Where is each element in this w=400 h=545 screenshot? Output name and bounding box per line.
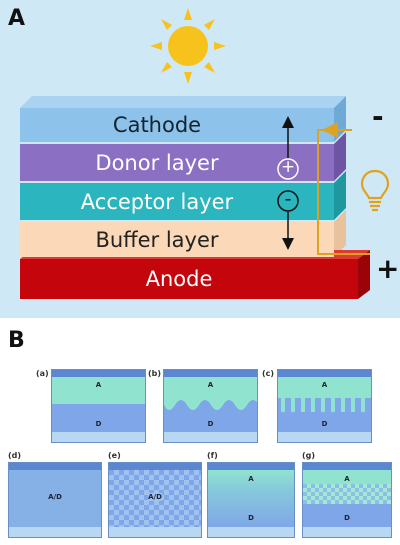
anode-label: Anode (145, 267, 213, 291)
negative-charge-circle (277, 190, 299, 212)
acceptor-layer: Acceptor layer (20, 183, 334, 220)
subfigure-g-donor-label: D (344, 514, 350, 522)
subfigure-b-acceptor-label: A (207, 381, 214, 389)
subfigure-f-donor-label: D (248, 514, 254, 522)
subfigure-a-bilayer: A D (51, 369, 146, 443)
sun-icon (150, 8, 226, 84)
donor-layer-label: Donor layer (95, 150, 219, 175)
negative-terminal-sign: - (372, 100, 384, 133)
buffer-layer-label: Buffer layer (95, 227, 219, 252)
subfigure-b-donor-label: D (207, 420, 214, 428)
subfigure-g-acceptor-label: A (344, 475, 350, 483)
cathode-label: Cathode (112, 113, 202, 137)
positive-terminal-sign: + (376, 252, 400, 285)
subfigure-c-comb-interface: A D (277, 369, 372, 443)
subfigure-a-acceptor-label: A (95, 381, 102, 389)
subfigure-d-blend: A/D (8, 462, 102, 538)
positive-charge-circle (277, 158, 299, 180)
lightbulb-icon (360, 169, 390, 212)
subfigure-d-blend-label: A/D (48, 493, 62, 501)
subfigure-g-label: (g) (302, 451, 316, 460)
cathode-layer: Cathode (20, 108, 334, 142)
subfigure-b-wavy-interface: A D (163, 369, 258, 443)
subfigure-a-label: (a) (36, 369, 49, 378)
charge-transport-overlay (277, 116, 370, 255)
subfigure-c-label: (c) (262, 369, 275, 378)
subfigure-c-donor-label: D (321, 420, 328, 428)
subfigure-f-graded: A D (207, 462, 295, 538)
subfigure-b-label: (b) (148, 369, 162, 378)
subfigure-c-acceptor-label: A (321, 381, 328, 389)
subfigure-e-blend-label: A/D (148, 493, 162, 501)
panel-b-label: B (8, 328, 25, 353)
subfigure-a-donor-label: D (95, 420, 102, 428)
anode-layer: Anode (20, 259, 358, 299)
subfigure-e-label: (e) (108, 451, 121, 460)
subfigure-g-trilayer: A D (302, 462, 392, 538)
panel-a-label: A (8, 6, 26, 31)
subfigure-f-label: (f) (207, 451, 218, 460)
acceptor-layer-label: Acceptor layer (80, 189, 234, 214)
subfigure-e-interpenetrating-blend: A/D (108, 462, 202, 538)
subfigure-f-acceptor-label: A (248, 475, 254, 483)
positive-charge-sign: + (281, 157, 296, 177)
negative-charge-sign: - (284, 188, 292, 210)
buffer-layer: Buffer layer (20, 222, 334, 257)
subfigure-d-label: (d) (8, 451, 22, 460)
